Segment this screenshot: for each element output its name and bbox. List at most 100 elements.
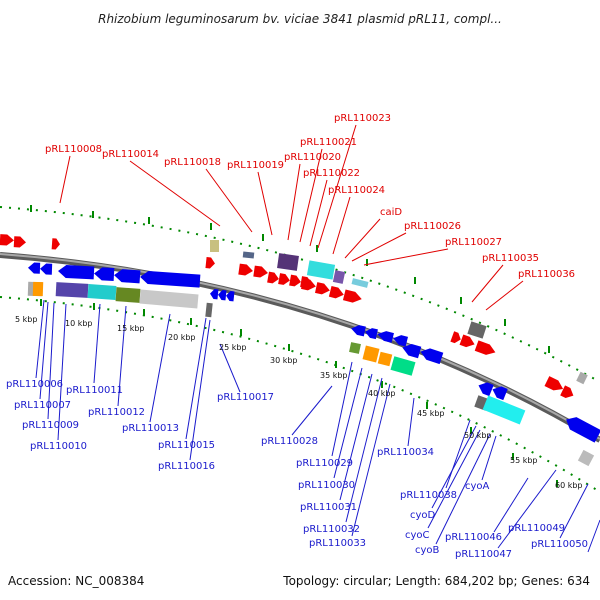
kbp-label: 55 kbp — [510, 456, 538, 465]
gene-label: pRL110022 — [303, 168, 360, 179]
gene-label: caiD — [380, 207, 402, 218]
gene-label: pRL110020 — [284, 152, 341, 163]
gene-label: pRL110014 — [102, 149, 159, 160]
reverse-gene-arrow — [94, 267, 115, 282]
gene-label: pRL110018 — [164, 157, 221, 168]
reverse-gene-arrow — [28, 262, 41, 274]
label-leader-line — [35, 299, 45, 379]
accession-text: Accession: NC_008384 — [8, 574, 144, 588]
reverse-gene-arrow — [40, 263, 53, 275]
gene-label: pRL110030 — [298, 480, 355, 491]
gene-label: cyoD — [410, 510, 436, 521]
gene-block — [577, 449, 595, 467]
label-leader-line — [351, 383, 391, 537]
gene-label: pRL110049 — [508, 523, 565, 534]
forward-gene-arrow — [267, 271, 279, 284]
label-leader-line — [299, 148, 323, 243]
tick-mark — [504, 319, 506, 326]
gene-features — [0, 234, 600, 467]
kbp-label: 35 kbp — [320, 371, 348, 380]
gene-label: pRL110050 — [531, 539, 588, 550]
kbp-label: 5 kbp — [15, 315, 37, 324]
gene-label: pRL110023 — [334, 113, 391, 124]
label-leader-line — [39, 301, 49, 400]
reverse-gene-arrow — [140, 270, 201, 288]
forward-gene-arrow — [474, 340, 496, 355]
gene-block — [87, 284, 117, 300]
tick-mark — [426, 402, 428, 409]
tick-mark — [30, 205, 32, 212]
label-leader-line — [445, 419, 471, 489]
label-leader-line — [93, 303, 101, 384]
gene-block — [205, 302, 213, 318]
tick-mark — [240, 329, 242, 336]
tick-mark — [414, 277, 416, 284]
gene-label: pRL110019 — [227, 160, 284, 171]
gene-label: pRL110011 — [66, 385, 123, 396]
gene-block — [362, 345, 380, 363]
forward-gene-arrow — [459, 334, 475, 348]
kbp-label: 30 kbp — [270, 356, 298, 365]
gene-label: pRL110027 — [445, 237, 502, 248]
gene-block — [242, 251, 255, 259]
reverse-gene-arrow — [365, 328, 378, 340]
forward-gene-arrow — [560, 385, 574, 398]
reverse-gene-arrow — [402, 343, 422, 359]
gene-label: pRL110009 — [22, 420, 79, 431]
label-leader-line — [257, 171, 273, 236]
forward-gene-arrow — [315, 282, 330, 295]
reverse-gene-arrow — [114, 269, 141, 284]
kbp-label: 60 kbp — [555, 481, 583, 490]
gene-block — [210, 240, 219, 252]
gene-block — [55, 282, 89, 298]
label-leader-line — [587, 519, 600, 553]
label-leader-line — [309, 179, 328, 247]
tick-mark — [143, 309, 145, 316]
reverse-gene-arrow — [218, 290, 227, 301]
label-leader-line — [149, 313, 171, 423]
gene-block — [332, 270, 346, 284]
forward-gene-arrow — [238, 263, 253, 276]
gene-label: pRL110024 — [328, 185, 385, 196]
label-leader-line — [189, 319, 211, 461]
map-title: Rhizobium leguminosarum bv. viciae 3841 … — [98, 12, 502, 26]
forward-gene-arrow — [289, 274, 301, 287]
forward-gene-arrow — [0, 234, 14, 246]
gene-block — [576, 371, 588, 385]
gene-label: cyoC — [405, 530, 430, 541]
tick-mark — [460, 297, 462, 304]
reverse-gene-arrow — [226, 291, 235, 302]
gene-label: pRL110006 — [6, 379, 63, 390]
gene-label: pRL110015 — [158, 440, 215, 451]
tick-mark — [210, 223, 212, 230]
gene-label: pRL110038 — [400, 490, 457, 501]
gene-block — [349, 342, 361, 354]
label-leader-line — [493, 477, 529, 533]
gene-label: pRL110034 — [377, 447, 434, 458]
reverse-gene-arrow — [58, 264, 95, 280]
label-leader-line — [129, 160, 221, 227]
reverse-gene-arrow — [420, 348, 444, 365]
label-leader-line — [431, 425, 477, 509]
label-leader-line — [497, 469, 557, 549]
gene-label: pRL110010 — [30, 441, 87, 452]
tick-mark — [190, 318, 192, 325]
gene-label: cyoB — [415, 545, 440, 556]
tick-mark — [92, 211, 94, 218]
label-leader-line — [59, 155, 71, 204]
gene-label: pRL110013 — [122, 423, 179, 434]
label-leader-line — [339, 373, 373, 501]
tick-mark — [148, 217, 150, 224]
kbp-label: 40 kbp — [368, 389, 396, 398]
gene-block — [277, 253, 299, 271]
gene-block — [482, 395, 526, 425]
label-leader-line — [351, 232, 407, 262]
gene-label: pRL110012 — [88, 407, 145, 418]
label-leader-line — [363, 248, 449, 266]
label-leader-line — [345, 377, 383, 523]
summary-text: Topology: circular; Length: 684,202 bp; … — [282, 574, 590, 588]
tick-mark — [40, 299, 42, 306]
gene-label: pRL110033 — [309, 538, 366, 549]
label-leader-line — [333, 367, 363, 479]
